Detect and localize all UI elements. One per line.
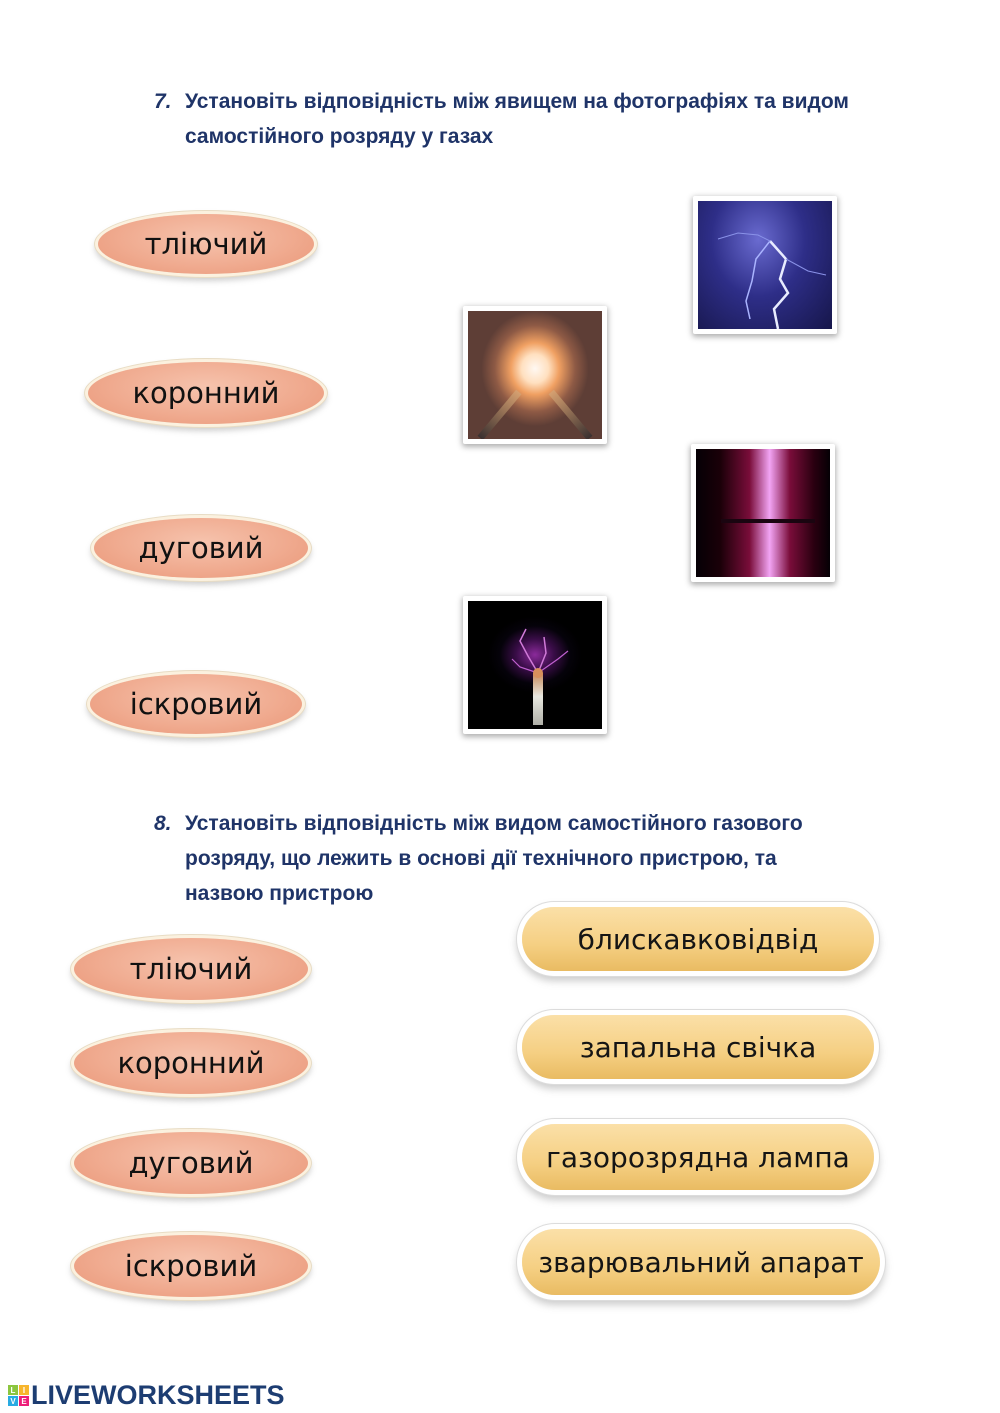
- tesla-coil-photo[interactable]: [463, 596, 607, 734]
- discharge-tube-photo[interactable]: [691, 444, 835, 582]
- option-label: тліючий: [144, 227, 268, 261]
- q8-option-corona[interactable]: коронний: [74, 1032, 308, 1094]
- lightning-bolt-icon: [717, 232, 827, 329]
- question-number: 8.: [154, 812, 172, 835]
- q7-option-corona[interactable]: коронний: [88, 362, 324, 424]
- option-label: дуговий: [138, 531, 264, 565]
- question-7-heading: 7. Установіть відповідність між явищем н…: [150, 84, 940, 154]
- question-text-line-3: назвою пристрою: [185, 882, 374, 905]
- option-label: дуговий: [128, 1146, 254, 1180]
- lightning-image: [698, 201, 832, 329]
- q8-option-spark[interactable]: іскровий: [74, 1235, 308, 1297]
- q8-option-glow[interactable]: тліючий: [74, 938, 308, 1000]
- device-gas-discharge-lamp[interactable]: газорозрядна лампа: [522, 1124, 874, 1190]
- discharge-tube-image: [696, 449, 830, 577]
- logo-text: LIVEWORKSHEETS: [31, 1380, 285, 1410]
- device-label: блискавковідвід: [577, 922, 819, 956]
- option-label: іскровий: [129, 687, 263, 721]
- question-text-line-1: Установіть відповідність між явищем на ф…: [185, 90, 849, 113]
- q7-option-glow[interactable]: тліючий: [98, 214, 314, 274]
- option-label: коронний: [132, 376, 280, 410]
- device-label: газорозрядна лампа: [546, 1140, 850, 1174]
- device-spark-plug[interactable]: запальна свічка: [522, 1015, 874, 1079]
- option-label: коронний: [117, 1046, 265, 1080]
- logo-letter: E: [19, 1396, 29, 1406]
- question-text-line-2: самостійного розряду у газах: [185, 125, 494, 148]
- device-label: зварювальний апарат: [538, 1245, 864, 1279]
- question-text-line-1: Установіть відповідність між видом самос…: [185, 812, 803, 835]
- device-label: запальна свічка: [579, 1030, 817, 1064]
- live-blocks-icon: L I V E: [8, 1385, 29, 1406]
- option-label: тліючий: [129, 952, 253, 986]
- logo-letter: I: [19, 1385, 29, 1395]
- question-8-heading: 8. Установіть відповідність між видом са…: [150, 806, 940, 911]
- question-number: 7.: [154, 90, 172, 113]
- question-text-line-2: розряду, що лежить в основі дії технічно…: [185, 847, 777, 870]
- q7-option-arc[interactable]: дуговий: [94, 518, 308, 578]
- tesla-coil-image: [468, 601, 602, 729]
- option-label: іскровий: [124, 1249, 258, 1283]
- lightning-photo[interactable]: [693, 196, 837, 334]
- device-lightning-rod[interactable]: блискавковідвід: [522, 907, 874, 971]
- device-welding-machine[interactable]: зварювальний апарат: [522, 1229, 880, 1295]
- electric-arc-image: [468, 311, 602, 439]
- spark-icon: [511, 628, 569, 678]
- arc-photo[interactable]: [463, 306, 607, 444]
- logo-letter: L: [8, 1385, 18, 1395]
- q8-option-arc[interactable]: дуговий: [74, 1132, 308, 1194]
- liveworksheets-logo: L I V E LIVEWORKSHEETS: [8, 1380, 285, 1411]
- logo-letter: V: [8, 1396, 18, 1406]
- q7-option-spark[interactable]: іскровий: [90, 674, 302, 734]
